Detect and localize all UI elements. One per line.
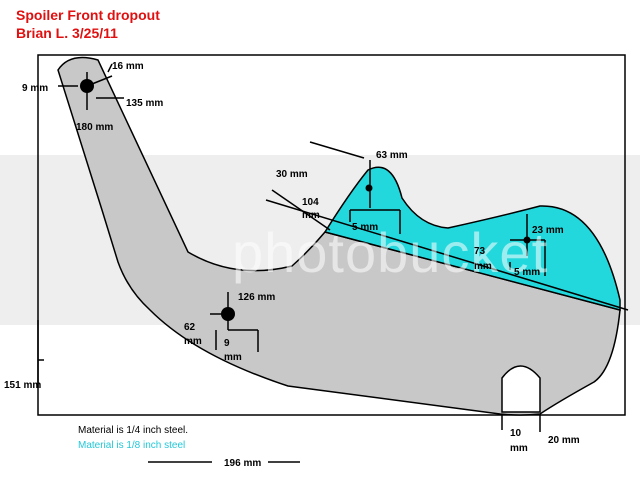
dim-104-a: 104 [302, 197, 319, 208]
outline-frame [37, 54, 626, 416]
dim-10-b: mm [510, 443, 528, 454]
material-note-eighth: Material is 1/8 inch steel [78, 440, 185, 451]
dim-9-mid-a: 9 [224, 338, 230, 349]
dim-196mm: 196 mm [224, 458, 261, 469]
dim-23mm: 23 mm [532, 225, 564, 236]
watermark-text: photobucket [232, 221, 548, 284]
dim-104-b: mm [302, 210, 320, 221]
dim-5mm-a: 5 mm [352, 222, 378, 233]
dim-180mm: 180 mm [76, 122, 113, 133]
dim-62-a: 62 [184, 322, 196, 333]
dim-9-mid-b: mm [224, 352, 242, 363]
dim-30mm: 30 mm [276, 169, 308, 180]
cyan-plate [323, 166, 621, 311]
dim-151mm: 151 mm [4, 380, 41, 391]
dim-73-a: 73 [474, 246, 486, 257]
dim-20mm: 20 mm [548, 435, 580, 446]
dim-62-b: mm [184, 336, 202, 347]
title-line-2: Brian L. 3/25/11 [16, 25, 118, 41]
dim-126mm: 126 mm [238, 292, 275, 303]
slot-notch [501, 365, 541, 413]
dim-5mm-b: 5 mm [514, 267, 540, 278]
cut-line [265, 199, 629, 311]
dim-10-a: 10 [510, 428, 522, 439]
dim-135mm: 135 mm [126, 98, 163, 109]
dim-9mm-top: 9 mm [22, 83, 48, 94]
hole-cyan-left [365, 184, 373, 192]
title-line-1: Spoiler Front dropout [16, 7, 160, 23]
dim-16mm: 16 mm [112, 61, 144, 72]
dim-73-b: mm [474, 261, 492, 272]
dim-63mm: 63 mm [376, 150, 408, 161]
dimension-lines [37, 63, 546, 463]
material-note-quarter: Material is 1/4 inch steel. [78, 425, 188, 436]
